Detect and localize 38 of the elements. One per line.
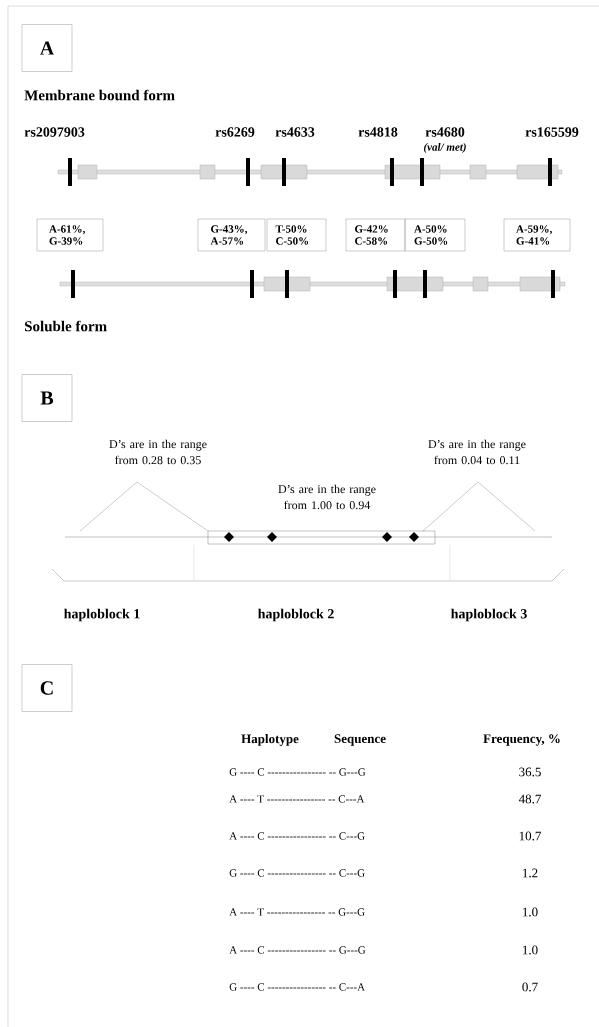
frequency-value: 48.7: [518, 794, 541, 804]
allele-box: T-50% C-50%: [266, 218, 327, 252]
snp-label: rs6269: [215, 127, 255, 137]
snp-label: rs2097903: [24, 127, 85, 137]
allele-box: G-42% C-58%: [345, 218, 406, 252]
frequency-value: 36.5: [519, 767, 541, 777]
block-label: haploblock 3: [451, 608, 527, 622]
snp-label: rs165599: [525, 127, 579, 137]
frequency-value: 0.7: [522, 982, 538, 992]
panel-letter: A: [21, 24, 73, 72]
range-note: D’s are in the range from 1.00 to 0.94: [278, 484, 376, 510]
panel-letter: B: [21, 374, 73, 422]
column-header: Frequency, %: [483, 734, 560, 746]
sequence-text: A ---- C ---------------- -- G---G: [229, 946, 366, 954]
allele-box: A-61%, G-39%: [36, 218, 104, 252]
frequency-value: 1.0: [523, 907, 538, 917]
range-note: D’s are in the range from 0.04 to 0.11: [428, 439, 526, 465]
column-header: Haplotype: [241, 734, 299, 746]
frequency-value: 1.0: [523, 945, 538, 955]
snp-label: rs4633: [275, 127, 315, 137]
allele-box: A-59%, G-41%: [503, 218, 571, 252]
snp-label: rs4818: [358, 127, 398, 137]
section-heading: Soluble form: [25, 320, 107, 332]
sequence-text: A ---- T ---------------- -- G---G: [229, 908, 365, 916]
panel-letter: C: [21, 664, 73, 712]
sequence-text: G ---- C ---------------- -- C---G: [229, 869, 365, 877]
annotation: (val/ met): [424, 143, 466, 153]
frequency-value: 1.2: [523, 868, 538, 878]
sequence-text: G ---- C ---------------- -- C---A: [229, 983, 365, 991]
sequence-text: A ---- C ---------------- -- C---G: [229, 832, 365, 840]
frequency-value: 10.7: [519, 831, 541, 841]
allele-box: A-50% G-50%: [404, 218, 466, 252]
column-header: Sequence: [334, 734, 386, 746]
allele-box: G-43%, A-57%: [197, 218, 266, 252]
block-label: haploblock 2: [258, 608, 334, 622]
sequence-text: G ---- C ---------------- -- G---G: [229, 768, 366, 776]
snp-label: rs4680: [425, 127, 465, 137]
sequence-text: A ---- T ---------------- -- C---A: [229, 795, 365, 803]
